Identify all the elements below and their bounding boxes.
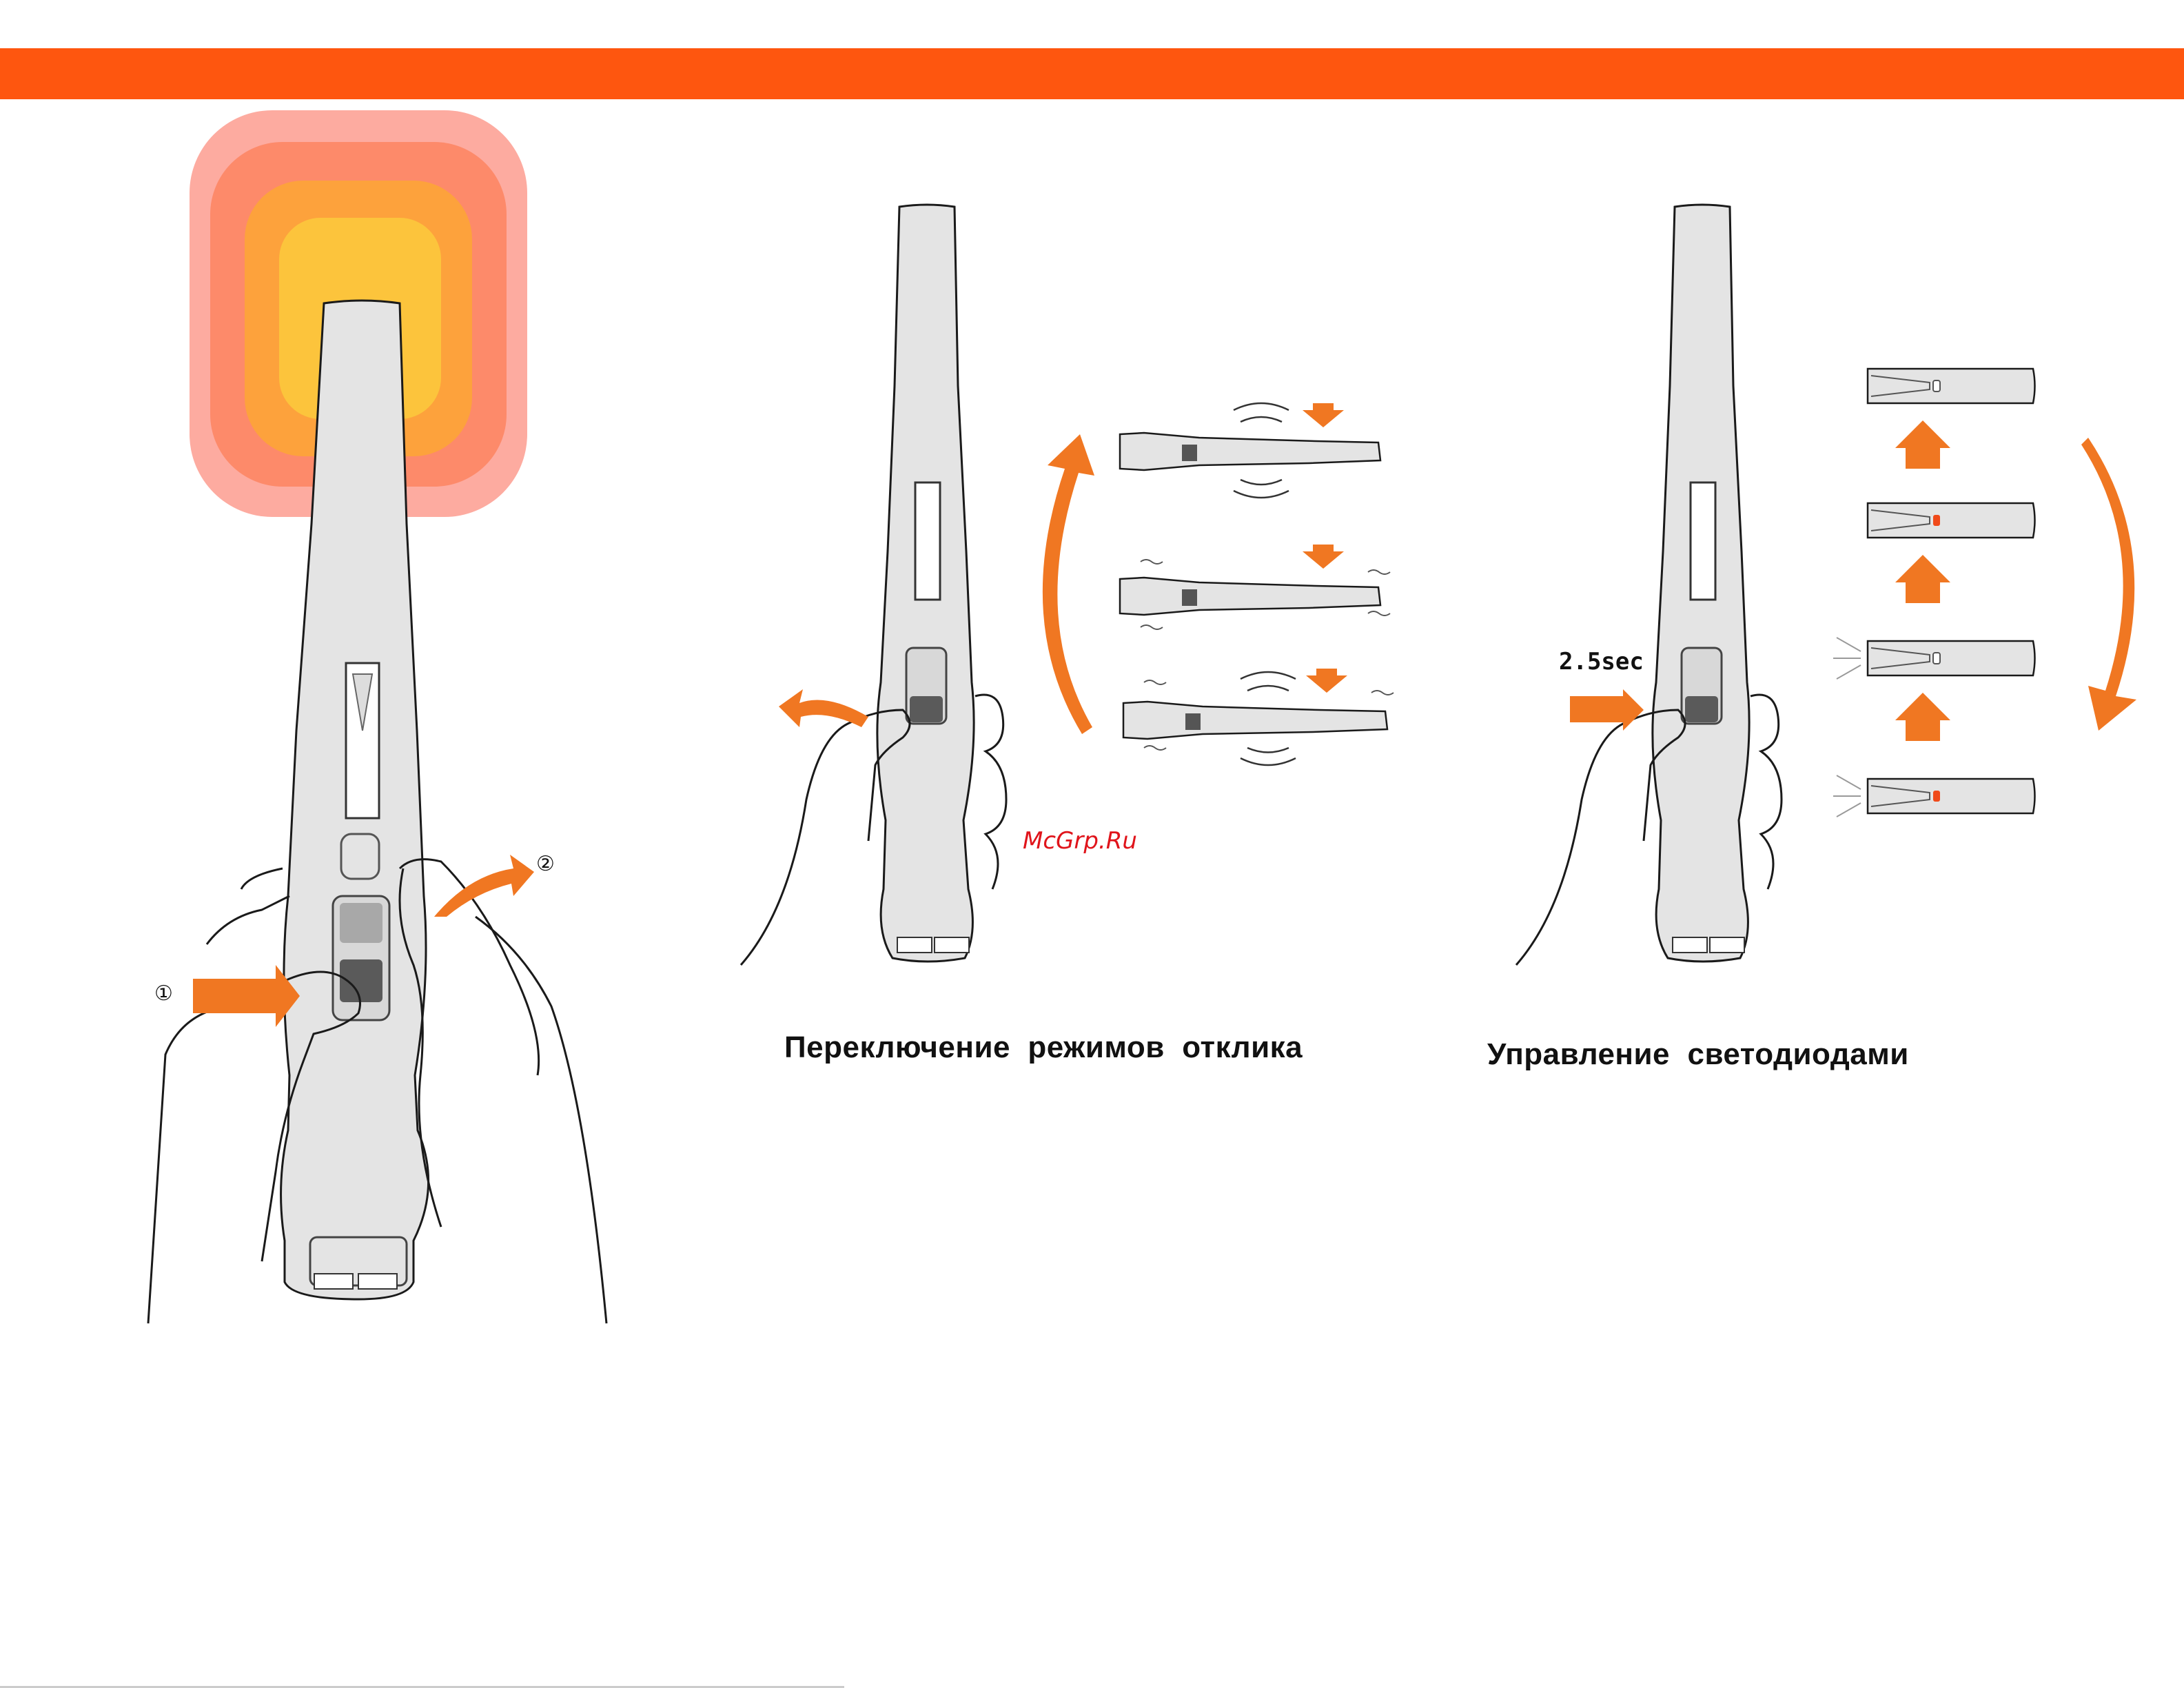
led-states-right — [1833, 369, 2035, 817]
scanner-device-middle — [877, 205, 974, 962]
sound-wave-icon — [1234, 403, 1289, 422]
step-2-label: ② — [536, 852, 555, 876]
hold-time-label: 2.5sec — [1559, 648, 1644, 675]
mode-devices-middle — [1120, 403, 1394, 765]
step-1-label: ① — [154, 982, 173, 1006]
caption-response-mode: Переключение режимов отклика — [784, 1030, 1303, 1065]
led-indicator-icon — [1933, 380, 1940, 392]
scanner-device-right — [1653, 205, 1749, 962]
caption-led-control: Управление светодиодами — [1487, 1037, 1909, 1072]
watermark: McGrp.Ru — [1023, 827, 1137, 855]
